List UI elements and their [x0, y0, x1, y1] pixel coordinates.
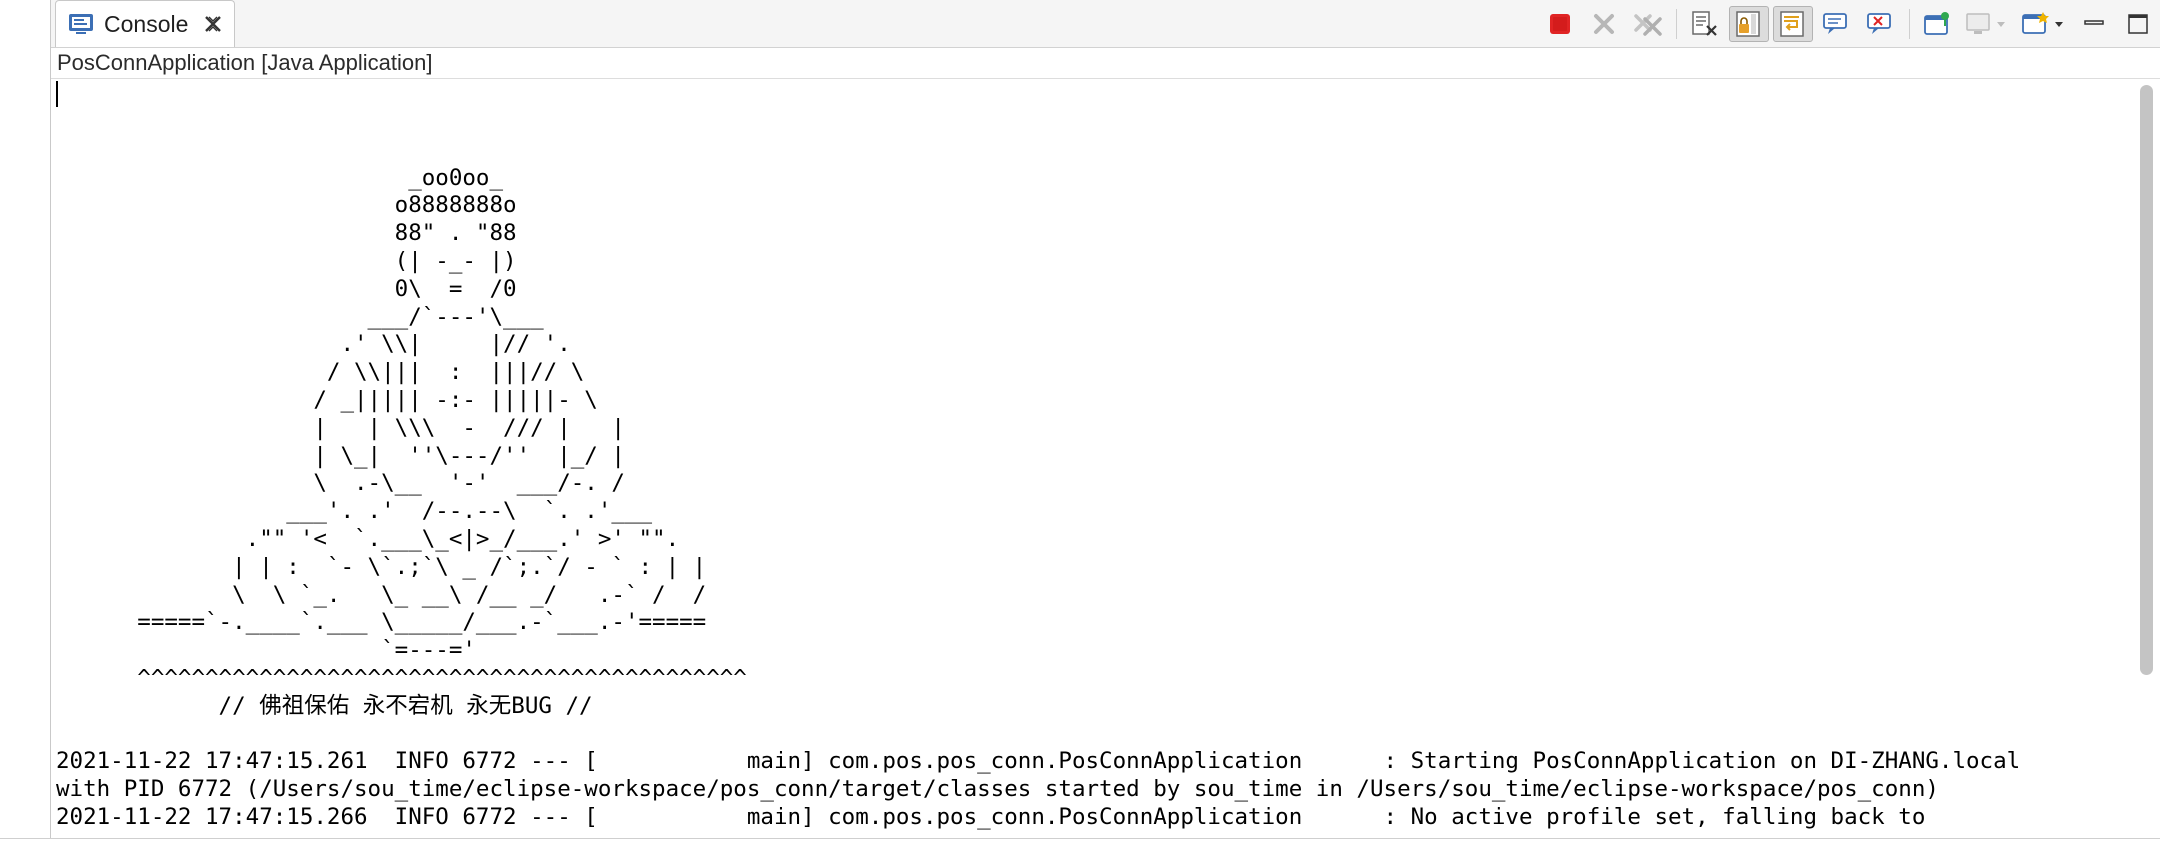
scroll-lock-icon [1736, 11, 1760, 37]
close-icon[interactable] [202, 13, 224, 35]
display-selected-console-button[interactable] [1962, 6, 2014, 42]
word-wrap-icon [1780, 11, 1804, 37]
tab-console[interactable]: Console [55, 0, 235, 47]
scrollbar-thumb[interactable] [2140, 85, 2153, 675]
clear-console-button[interactable] [1685, 6, 1725, 42]
x-icon [1594, 14, 1614, 34]
console-view: Console [51, 0, 2160, 838]
terminate-button[interactable] [1540, 6, 1580, 42]
remove-all-terminated-button[interactable] [1628, 6, 1668, 42]
console-title: PosConnApplication [Java Application] [57, 50, 433, 75]
clear-console-icon [1692, 11, 1717, 36]
word-wrap-button[interactable] [1773, 6, 1813, 42]
console-output-text: _oo0oo_ o8888888o 88" . "88 (| -_- |) 0\… [56, 164, 2021, 830]
console-icon [69, 14, 93, 34]
pin-icon [1924, 12, 1949, 35]
console-output-area[interactable]: _oo0oo_ o8888888o 88" . "88 (| -_- |) 0\… [51, 79, 2131, 838]
vertical-scrollbar[interactable] [2132, 79, 2160, 838]
stderr-icon [1867, 13, 1891, 34]
maximize-icon [2128, 14, 2148, 34]
pin-console-button[interactable] [1918, 6, 1958, 42]
show-on-stderr-button[interactable] [1861, 6, 1901, 42]
remove-launch-button[interactable] [1584, 6, 1624, 42]
double-x-icon [1634, 14, 1662, 36]
console-title-bar: PosConnApplication [Java Application] [51, 48, 2160, 79]
scroll-lock-button[interactable] [1729, 6, 1769, 42]
maximize-button[interactable] [2118, 6, 2158, 42]
left-gutter [0, 0, 51, 838]
tab-label: Console [104, 10, 189, 37]
minimize-icon [2084, 20, 2104, 25]
toolbar-separator [1909, 9, 1910, 39]
show-on-stdout-button[interactable] [1817, 6, 1857, 42]
toolbar-separator [1676, 9, 1677, 39]
open-console-button[interactable] [2018, 6, 2070, 42]
minimize-button[interactable] [2074, 6, 2114, 42]
monitor-icon [1966, 13, 2005, 34]
stdout-icon [1823, 13, 1847, 34]
bottom-edge [0, 838, 2160, 857]
text-caret [56, 81, 58, 107]
console-toolbar [1538, 6, 2160, 42]
new-console-icon [2022, 12, 2063, 34]
view-tab-bar: Console [51, 0, 2160, 48]
stop-icon [1550, 14, 1570, 34]
